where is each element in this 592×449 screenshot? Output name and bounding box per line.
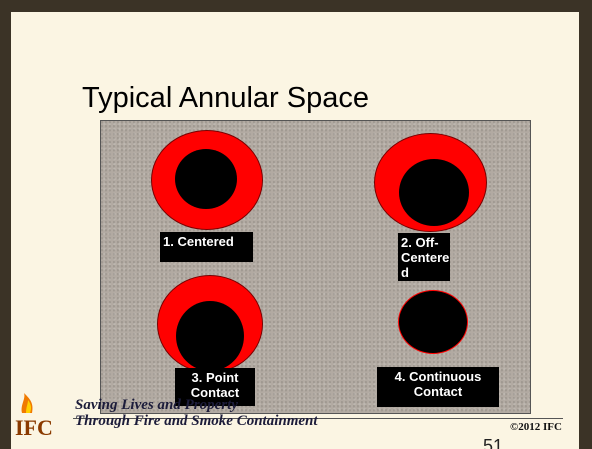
copyright: ©2012 IFC (510, 421, 562, 433)
diagram-panel: 1. Centered 2. Off-Centere d 3. Point Co… (100, 120, 531, 414)
pipe-point-contact (176, 301, 244, 371)
slide-title: Typical Annular Space (82, 82, 369, 114)
footer-rule (73, 418, 563, 419)
label-off-centered: 2. Off-Centere d (398, 233, 450, 281)
page-number: 51 (483, 436, 504, 449)
logo-text: IFC (15, 415, 53, 437)
pipe-centered (175, 149, 237, 209)
tagline-line-1: Saving Lives and Property (75, 397, 238, 413)
footer-tagline: Saving Lives and Property Through Fire a… (75, 397, 318, 429)
pipe-off-centered (399, 159, 469, 226)
label-point-contact: 3. Point Contact (175, 368, 255, 406)
slide: Typical Annular Space 1. Centered 2. Off… (11, 12, 579, 449)
pipe-continuous-contact (398, 290, 468, 354)
label-centered: 1. Centered (160, 232, 253, 262)
label-continuous-contact: 4. Continuous Contact (377, 367, 499, 407)
tagline-line-2: Through Fire and Smoke Containment (75, 413, 318, 429)
ifc-logo: IFC (15, 393, 53, 437)
